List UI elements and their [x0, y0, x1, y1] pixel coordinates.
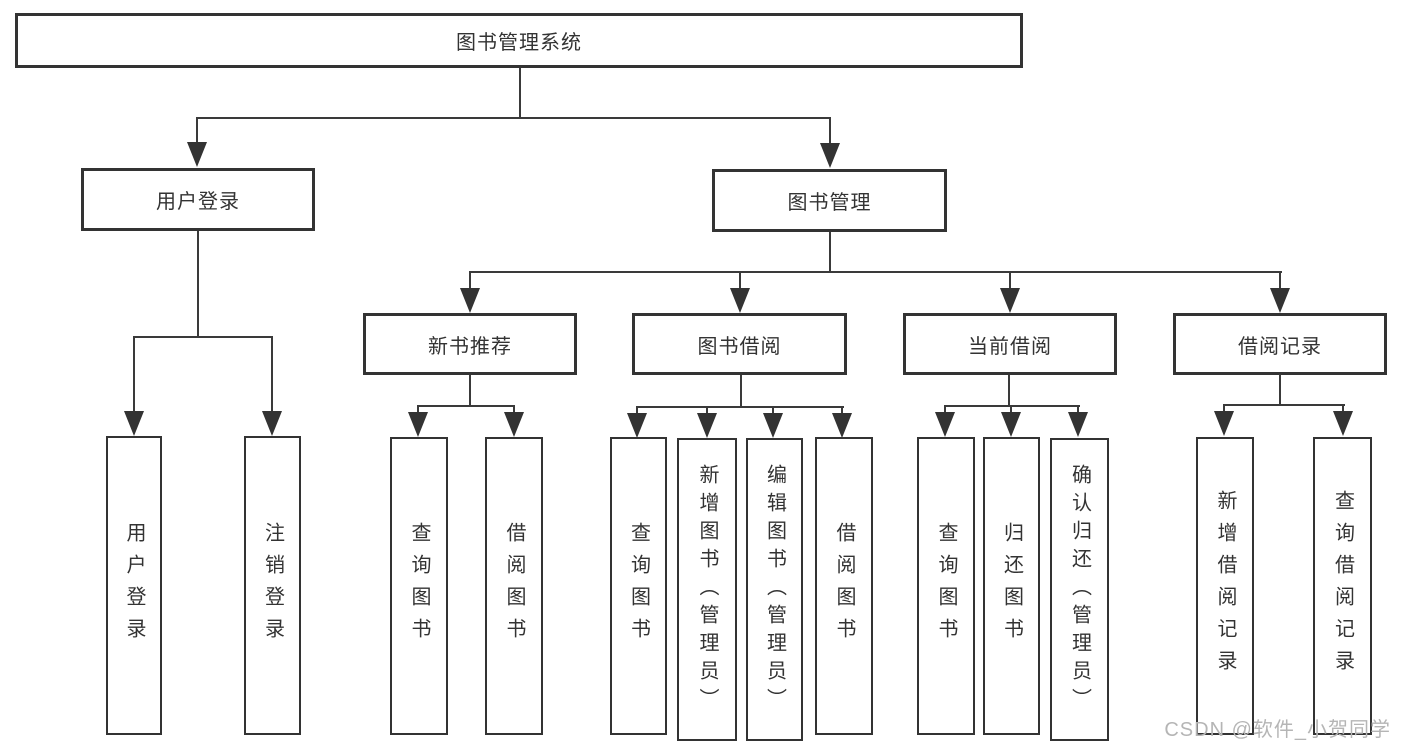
- arrow-down-icon: [832, 413, 852, 438]
- leaf-br-add-record: 新增借阅记录: [1196, 437, 1254, 735]
- connector-level3-stem: [1009, 271, 1011, 289]
- node-current-borrowing: 当前借阅: [903, 313, 1117, 375]
- leaf-nb-borrow-books-label: 借阅图书: [503, 522, 525, 650]
- node-user-login: 用户登录: [81, 168, 315, 231]
- node-book-management-label: 图书管理: [787, 192, 872, 214]
- arrow-down-icon: [1333, 411, 1353, 436]
- arrow-down-icon: [1068, 412, 1088, 437]
- connector-leaf-stem: [1342, 404, 1344, 414]
- leaf-bb-borrow-books-label: 借阅图书: [833, 522, 855, 650]
- arrow-down-icon: [262, 411, 282, 436]
- arrow-down-icon: [820, 143, 840, 168]
- leaf-cb-confirm-return-admin: 确认归还（管理员）: [1050, 438, 1109, 741]
- connector-leaf-stem: [417, 405, 419, 415]
- leaf-bb-edit-books-admin-label: 编辑图书（管理员）: [763, 463, 786, 716]
- node-borrow-records: 借阅记录: [1173, 313, 1387, 375]
- leaf-cb-query-books: 查询图书: [917, 437, 975, 735]
- leaf-cb-confirm-return-admin-label: 确认归还（管理员）: [1068, 463, 1091, 716]
- node-library-system: 图书管理系统: [15, 13, 1023, 68]
- node-book-management: 图书管理: [712, 169, 947, 232]
- connector-leaf-stem: [1010, 405, 1012, 415]
- node-current-borrowing-label: 当前借阅: [968, 335, 1052, 358]
- connector-level3-stem: [1279, 271, 1281, 289]
- leaf-nb-query-books-label: 查询图书: [408, 522, 430, 650]
- connector-user-login-rail: [133, 336, 273, 338]
- arrow-down-icon: [460, 288, 480, 313]
- connector-level3-stem: [469, 271, 471, 289]
- connector-leaf-stem: [1077, 405, 1079, 415]
- node-book-borrowing: 图书借阅: [632, 313, 847, 375]
- connector-bb-rail: [636, 406, 844, 408]
- leaf-br-query-record-label: 查询借阅记录: [1331, 490, 1354, 682]
- connector-user-login-down: [197, 231, 199, 338]
- leaf-nb-borrow-books: 借阅图书: [485, 437, 543, 735]
- arrow-down-icon: [935, 412, 955, 437]
- connector-nb-down: [469, 375, 471, 407]
- connector-leaf-stem: [513, 405, 515, 415]
- arrow-down-icon: [730, 288, 750, 313]
- connector-leaf-stem: [944, 405, 946, 415]
- leaf-br-add-record-label: 新增借阅记录: [1214, 490, 1236, 682]
- connector-root-stem: [519, 68, 521, 119]
- leaf-user-login-label: 用户登录: [123, 521, 145, 650]
- arrow-down-icon: [408, 412, 428, 437]
- watermark: CSDN @软件_小贺同学: [1164, 719, 1391, 741]
- arrow-down-icon: [627, 413, 647, 438]
- leaf-logout: 注销登录: [244, 436, 301, 735]
- arrow-down-icon: [504, 412, 524, 437]
- leaf-nb-query-books: 查询图书: [390, 437, 448, 735]
- leaf-cb-return-books: 归还图书: [983, 437, 1040, 735]
- arrow-down-icon: [1001, 412, 1021, 437]
- connector-leaf-stem: [772, 406, 774, 416]
- leaf-bb-add-books-admin-label: 新增图书（管理员）: [696, 463, 718, 716]
- connector-user-login-stem: [196, 117, 198, 144]
- leaf-bb-borrow-books: 借阅图书: [815, 437, 873, 735]
- node-book-borrowing-label: 图书借阅: [697, 335, 782, 358]
- node-library-system-label: 图书管理系统: [456, 32, 582, 54]
- connector-book-mgmt-down: [829, 232, 831, 273]
- arrow-down-icon: [187, 142, 207, 167]
- connector-level3-stem: [739, 271, 741, 289]
- node-new-book-recommend-label: 新书推荐: [428, 335, 512, 358]
- connector-level3-rail: [469, 271, 1282, 273]
- node-borrow-records-label: 借阅记录: [1238, 335, 1322, 358]
- node-user-login-label: 用户登录: [156, 191, 240, 213]
- arrow-down-icon: [1000, 288, 1020, 313]
- connector-leaf-stem: [1223, 404, 1225, 414]
- leaf-bb-query-books-label: 查询图书: [627, 522, 650, 650]
- arrow-down-icon: [697, 413, 717, 438]
- connector-nb-rail: [417, 405, 515, 407]
- arrow-down-icon: [763, 413, 783, 438]
- arrow-down-icon: [1214, 411, 1234, 436]
- connector-leaf-stem: [706, 406, 708, 416]
- connector-leaf-stem: [636, 406, 638, 416]
- leaf-logout-label: 注销登录: [261, 521, 284, 650]
- connector-br-rail: [1223, 404, 1345, 406]
- arrow-down-icon: [1270, 288, 1290, 313]
- leaf-cb-query-books-label: 查询图书: [935, 522, 957, 650]
- leaf-bb-query-books: 查询图书: [610, 437, 667, 735]
- connector-cb-rail: [944, 405, 1080, 407]
- connector-leaf-stem: [271, 336, 273, 413]
- leaf-bb-add-books-admin: 新增图书（管理员）: [677, 438, 737, 741]
- connector-leaf-stem: [841, 406, 843, 416]
- node-new-book-recommend: 新书推荐: [363, 313, 577, 375]
- connector-br-down: [1279, 374, 1281, 406]
- connector-bb-down: [740, 375, 742, 408]
- connector-leaf-stem: [133, 336, 135, 413]
- arrow-down-icon: [124, 411, 144, 436]
- connector-book-mgmt-stem: [829, 117, 831, 144]
- leaf-user-login: 用户登录: [106, 436, 162, 735]
- connector-cb-down: [1008, 375, 1010, 407]
- leaf-br-query-record: 查询借阅记录: [1313, 437, 1372, 735]
- leaf-bb-edit-books-admin: 编辑图书（管理员）: [746, 438, 803, 741]
- leaf-cb-return-books-label: 归还图书: [1000, 522, 1023, 650]
- connector-level2-rail: [196, 117, 831, 119]
